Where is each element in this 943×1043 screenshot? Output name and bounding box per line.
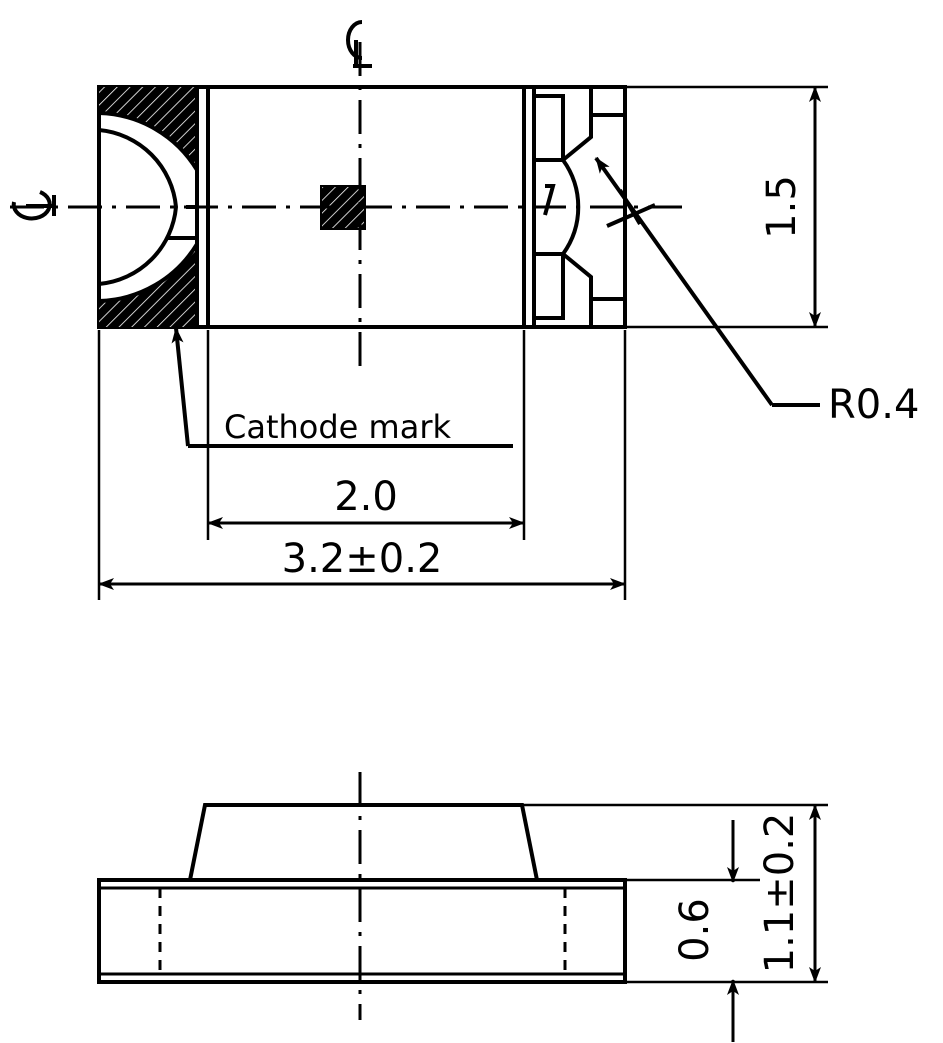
radius-leader [594, 156, 820, 407]
dimension-height-1-5-label: 1.5 [759, 175, 805, 239]
cathode-mark-hatch-bottom [99, 244, 197, 327]
centerline-symbol-top [346, 20, 372, 68]
side-view-hidden-edges [158, 888, 567, 974]
side-view-emitter-body [187, 803, 540, 882]
centerline-symbol-left [11, 190, 56, 221]
dimension-base-thickness-0-6-label: 0.6 [672, 898, 718, 962]
dimension-overall-length-3-2-label: 3.2±0.2 [282, 536, 443, 582]
top-view-group [10, 20, 690, 370]
side-view-base-outline [97, 878, 627, 984]
extension-lines-top-view [97, 330, 627, 600]
side-view-group: 0.6 1.1±0.2 [97, 772, 828, 1042]
dimension-inner-width-2-0-label: 2.0 [334, 474, 398, 520]
dimension-overall-thickness-1-1-label: 1.1±0.2 [757, 813, 803, 974]
radius-label: R0.4 [828, 382, 919, 428]
cathode-mark-leader [171, 327, 513, 448]
dimension-height-1-5 [625, 85, 828, 329]
side-view-base-bands [99, 886, 625, 976]
cathode-mark-label: Cathode mark [224, 408, 451, 446]
cathode-mark-hatch-top [99, 87, 197, 170]
